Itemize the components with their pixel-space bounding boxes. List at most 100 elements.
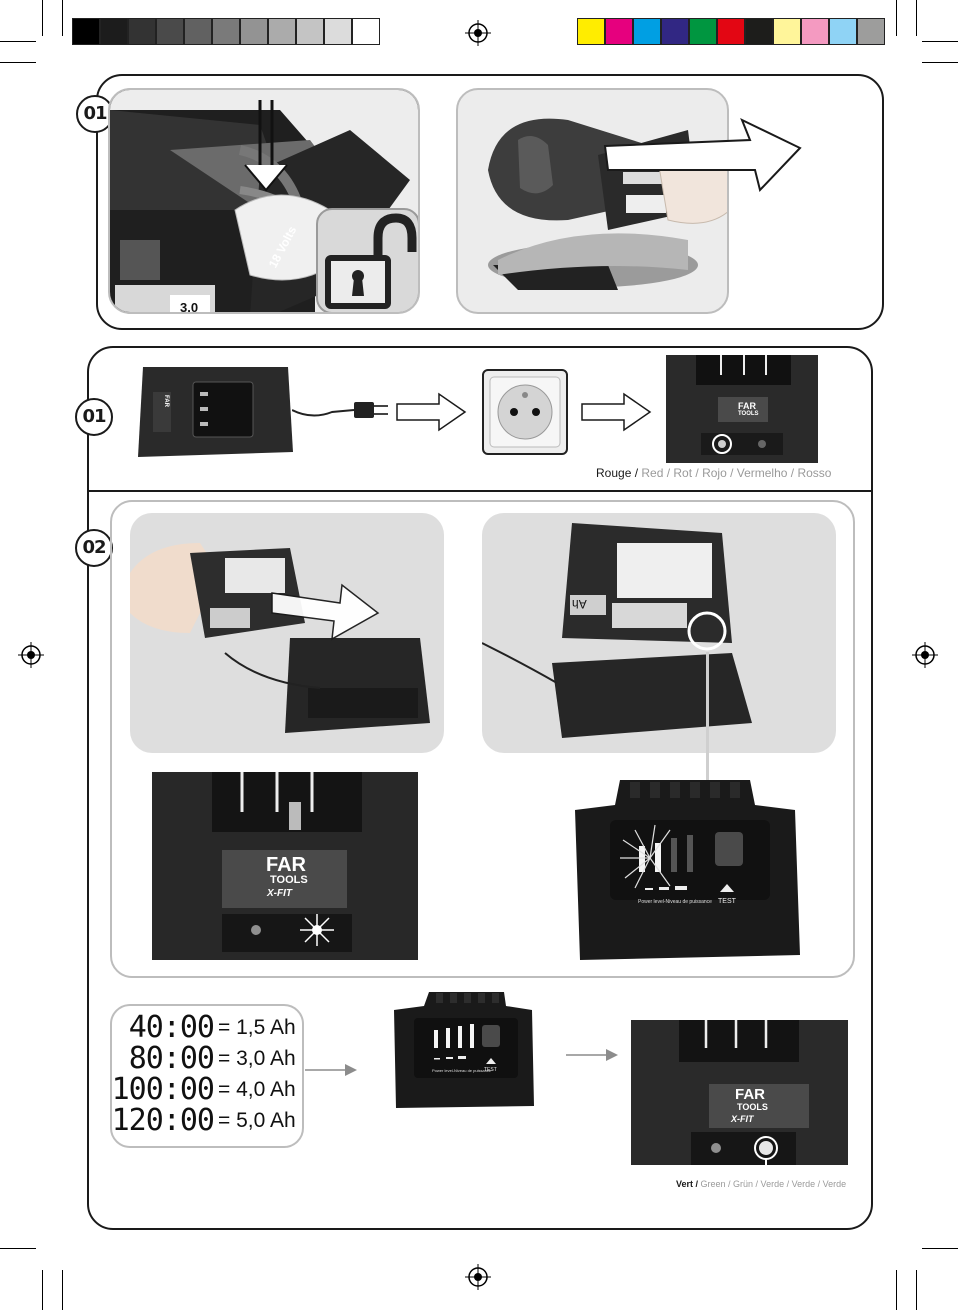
crop-mark — [922, 41, 958, 42]
color-swatch — [689, 18, 717, 45]
crop-mark — [922, 62, 958, 63]
battery-gauge-full-icon — [394, 990, 536, 1110]
battery-gauge-icon — [575, 780, 803, 965]
battery-ah-sticker: Ah — [572, 597, 587, 611]
section-divider — [88, 490, 872, 492]
green-led-caption-primary: Vert / — [676, 1179, 698, 1189]
color-swatch — [829, 18, 857, 45]
padlock-open-icon — [318, 210, 418, 312]
green-led-caption: Vert / Green / Grün / Verde / Verde / Ve… — [676, 1179, 846, 1189]
battery-capacity: = 4,0 Ah — [218, 1078, 296, 1102]
color-swatch — [240, 18, 268, 45]
crop-mark — [916, 0, 917, 36]
battery-release-photo: 18 Volts 3.0 — [108, 88, 420, 314]
crop-mark — [916, 1270, 917, 1310]
registration-mark-icon — [912, 642, 938, 668]
charger-led-closeup: FAR TOOLS X-FIT — [152, 772, 418, 960]
callout-line — [765, 1158, 767, 1170]
color-swatch — [717, 18, 745, 45]
charger-unit: FAR — [133, 362, 295, 462]
test-button-label: TEST — [484, 1067, 497, 1073]
charge-time-row: 40:00= 1,5 Ah — [118, 1014, 296, 1044]
crop-mark — [896, 0, 897, 36]
color-swatch — [72, 18, 100, 45]
battery-level-closeup: Power level-Niveau de puissance TEST — [575, 780, 803, 965]
registration-mark-icon — [18, 642, 44, 668]
battery-capacity-label: 3.0 — [180, 300, 198, 314]
color-swatch — [857, 18, 885, 45]
green-led-caption-translations: Green / Grün / Verde / Verde / Verde — [701, 1179, 847, 1189]
color-swatch — [100, 18, 128, 45]
color-swatch — [661, 18, 689, 45]
charger-brand-tools: TOOLS — [737, 1102, 768, 1112]
crop-mark — [0, 41, 36, 42]
color-swatch — [745, 18, 773, 45]
charge-time-row: 100:00= 4,0 Ah — [118, 1076, 296, 1106]
charge-duration: 80:00 — [129, 1041, 214, 1076]
color-swatch — [324, 18, 352, 45]
crop-mark — [0, 1248, 36, 1249]
battery-capacity: = 1,5 Ah — [218, 1016, 296, 1040]
charger-brand-tools: TOOLS — [270, 874, 308, 886]
red-led-caption-primary: Rouge / — [596, 466, 638, 480]
charger-top-view-icon — [133, 362, 295, 462]
insert-direction-arrow-icon — [270, 563, 380, 643]
charge-duration: 120:00 — [112, 1103, 214, 1138]
charger-brand-far: FAR — [735, 1086, 765, 1103]
power-outlet-icon — [484, 371, 566, 453]
color-swatch — [268, 18, 296, 45]
charger-brand-xfit: X-FIT — [267, 888, 292, 899]
registration-mark-icon — [465, 20, 491, 46]
power-level-label: Power level-Niveau de puissance — [638, 899, 712, 905]
color-swatch — [773, 18, 801, 45]
color-swatch — [156, 18, 184, 45]
power-cord-icon — [292, 392, 392, 432]
charge-time-row: 80:00= 3,0 Ah — [118, 1045, 296, 1075]
battery-on-charger-photo: Ah — [482, 513, 836, 753]
color-swatch — [801, 18, 829, 45]
color-swatch — [633, 18, 661, 45]
insert-battery-photo — [130, 513, 444, 753]
battery-capacity: = 5,0 Ah — [218, 1109, 296, 1133]
step-number-badge: 01 — [75, 398, 113, 436]
charger-green-led-view: FAR TOOLS X-FIT — [631, 1020, 848, 1165]
color-swatch — [184, 18, 212, 45]
registration-mark-icon — [465, 1264, 491, 1290]
charger-brand-tools: TOOLS — [738, 411, 759, 417]
charge-time-row: 120:00= 5,0 Ah — [118, 1107, 296, 1137]
crop-mark — [42, 0, 43, 36]
red-led-caption-translations: Red / Rot / Rojo / Vermelho / Rosso — [641, 466, 831, 480]
crop-mark — [62, 1270, 63, 1310]
red-led-caption: Rouge / Red / Rot / Rojo / Vermelho / Ro… — [596, 466, 831, 480]
color-swatch — [605, 18, 633, 45]
battery-capacity: = 3,0 Ah — [218, 1047, 296, 1071]
color-swatch — [296, 18, 324, 45]
charge-duration: 100:00 — [112, 1072, 214, 1107]
charger-red-led-view: FAR TOOLS — [666, 355, 818, 463]
crop-mark — [42, 1270, 43, 1310]
color-swatch — [128, 18, 156, 45]
right-arrow-icon — [305, 1062, 357, 1078]
color-swatch — [352, 18, 380, 45]
charge-duration: 40:00 — [129, 1010, 214, 1045]
wall-socket — [482, 369, 568, 455]
color-swatch — [212, 18, 240, 45]
callout-line — [706, 652, 709, 780]
battery-charging-icon — [482, 513, 836, 753]
pull-direction-arrow-icon — [600, 112, 805, 194]
unlock-badge — [316, 208, 420, 314]
crop-mark — [0, 62, 36, 63]
color-swatch — [577, 18, 605, 45]
crop-mark — [922, 1248, 958, 1249]
charger-brand-xfit: X-FIT — [731, 1114, 754, 1124]
crop-mark — [62, 0, 63, 36]
right-arrow-icon — [566, 1047, 618, 1063]
test-button-label: TEST — [718, 898, 736, 905]
crop-mark — [896, 1270, 897, 1310]
power-level-label: Power level-Niveau de puissance — [432, 1068, 491, 1073]
battery-full-gauge: Power level-Niveau de puissance TEST — [394, 990, 536, 1110]
step-number-badge: 02 — [75, 529, 113, 567]
right-arrow-icon — [580, 390, 652, 434]
right-arrow-icon — [395, 390, 467, 434]
